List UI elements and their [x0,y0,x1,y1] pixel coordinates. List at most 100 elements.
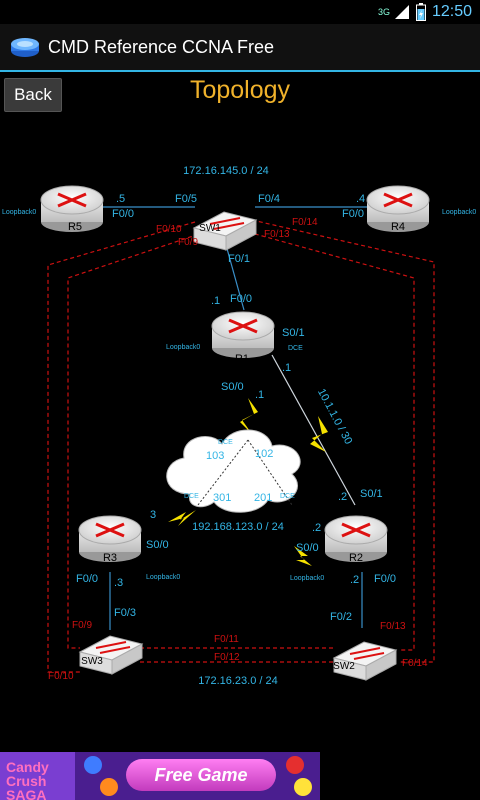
iface-label: S0/0 [221,381,244,393]
router-arrows-icon [341,522,371,538]
router-r1[interactable] [211,311,275,358]
iface-label: .2 [350,574,359,586]
ad-brand: Candy Crush SAGA [6,759,49,800]
iface-label: 201 [254,492,272,504]
iface-label: .2 [312,522,321,534]
battery-icon [415,3,426,21]
frame-relay-cloud [166,429,301,513]
serial-links [271,354,356,506]
router-arrows-icon [228,318,258,334]
iface-label: S0/0 [146,539,169,551]
page-title: Topology [189,76,291,104]
action-bar: CMD Reference CCNA Free [0,24,480,72]
ethernet-links [100,206,370,630]
router-r3[interactable] [78,515,142,562]
iface-label: F0/9 [178,237,198,248]
iface-label: Loopback0 [166,344,200,351]
router-name: R1 [235,353,249,365]
iface-label: DCE [280,493,295,500]
iface-label: F0/10 [48,671,74,682]
iface-label: Loopback0 [442,209,476,216]
iface-label: .1 [282,362,291,374]
switch-arrows-icon [349,647,385,660]
ad-cta-button[interactable]: Free Game [126,759,276,791]
iface-label: .4 [356,193,365,205]
iface-label: F0/2 [330,611,352,623]
iface-label: .3 [114,577,123,589]
router-r5[interactable] [40,185,104,232]
switch-arrows-icon [209,217,245,230]
router-arrows-icon [383,192,413,208]
signal-icon [394,5,409,19]
router-arrows-icon [95,522,125,538]
net-cloud-label: 192.168.123.0 / 24 [192,521,284,533]
iface-label: Loopback0 [290,575,324,582]
net-serial-label: 10.1.1.0 / 30 [315,387,354,447]
iface-label: 102 [255,448,273,460]
status-bar: 3G 12:50 [0,0,480,24]
iface-label: F0/11 [214,634,239,645]
redundant-links [47,219,435,673]
network-type: 3G [377,7,390,17]
router-arrows-icon [57,192,87,208]
candy-icon [100,778,118,796]
router-r2[interactable] [324,515,388,562]
iface-label: F0/9 [72,620,92,631]
candy-icon [294,778,312,796]
router-r4[interactable] [366,185,430,232]
iface-label: F0/0 [342,208,364,220]
iface-label: S0/1 [282,327,305,339]
iface-label: 3 [150,509,156,521]
back-button[interactable]: Back [4,78,62,112]
app-icon [11,38,39,57]
iface-label: .1 [255,389,264,401]
iface-label: F0/13 [380,621,406,632]
iface-label: Loopback0 [146,574,180,581]
switch-sw2[interactable] [332,641,398,681]
iface-label: F0/0 [230,293,252,305]
iface-label: S0/1 [360,488,383,500]
serial-bolts [168,398,328,566]
iface-label: 103 [206,450,224,462]
iface-label: F0/0 [112,208,134,220]
iface-label: DCE [288,345,303,352]
iface-label: F0/0 [374,573,396,585]
net-bottom-label: 172.16.23.0 / 24 [198,675,278,687]
iface-label: DCE [218,439,233,446]
iface-label: F0/13 [264,229,290,240]
switch-name: SW3 [81,656,103,667]
switch-sw1[interactable] [192,211,258,251]
iface-label: Loopback0 [2,209,36,216]
iface-label: DCE [184,493,199,500]
router-name: R4 [391,221,405,233]
iface-label: S0/0 [296,542,319,554]
iface-label: F0/12 [214,652,240,663]
iface-label: .1 [211,295,220,307]
ad-logo: Candy Crush SAGA [0,752,75,800]
candy-icon [84,756,102,774]
iface-label: F0/1 [228,253,250,265]
net-top-label: 172.16.145.0 / 24 [183,165,269,177]
switch-arrows-icon [95,641,131,654]
iface-label: F0/10 [156,224,182,235]
router-name: R5 [68,221,82,233]
clock: 12:50 [431,3,472,20]
iface-label: F0/14 [402,658,428,669]
iface-label: F0/5 [175,193,197,205]
switch-name: SW2 [333,661,355,672]
iface-label: F0/3 [114,607,136,619]
iface-label: .5 [116,193,125,205]
candy-icon [286,756,304,774]
switch-sw3[interactable] [78,635,144,675]
iface-label: .2 [338,491,347,503]
iface-label: 301 [213,492,231,504]
switch-name: SW1 [199,223,221,234]
network-topology-diagram: 172.16.145.0 / 24 192.168.123.0 / 24 172… [2,165,476,687]
app-title: CMD Reference CCNA Free [48,36,275,57]
router-name: R2 [349,552,363,564]
iface-label: F0/4 [258,193,280,205]
ad-banner[interactable]: Candy Crush SAGA Free Game [0,752,320,800]
iface-label: F0/14 [292,217,318,228]
iface-label: F0/0 [76,573,98,585]
router-name: R3 [103,552,117,564]
